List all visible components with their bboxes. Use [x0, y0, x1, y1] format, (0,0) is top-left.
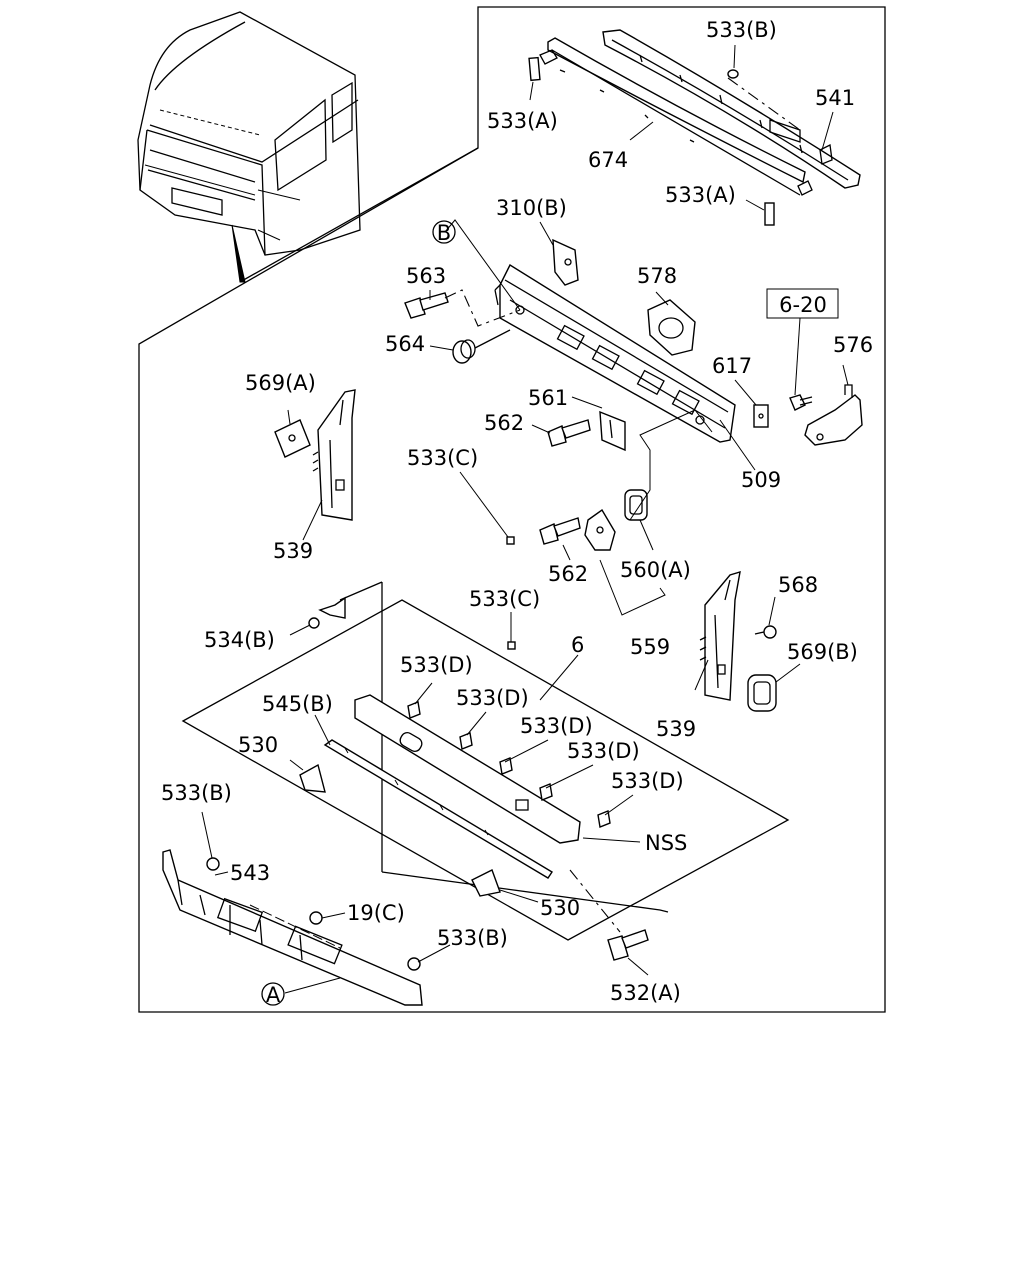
callout-562-bottom: 562	[548, 562, 588, 586]
callout-nss: NSS	[645, 831, 687, 855]
reinforcement-bar	[354, 694, 581, 844]
plate-617	[753, 404, 769, 428]
callout-530-bottom: 530	[540, 896, 580, 920]
callout-19c: 19(C)	[347, 901, 405, 925]
box-label-6-20: 6-20	[779, 293, 827, 317]
callout-533a-top: 533(A)	[487, 109, 558, 133]
callout-532a: 532(A)	[610, 981, 681, 1005]
callout-534b: 534(B)	[204, 628, 275, 652]
clip-19c	[309, 911, 323, 925]
callout-617: 617	[712, 354, 752, 378]
callout-6: 6	[571, 633, 584, 657]
callout-576: 576	[833, 333, 873, 357]
bolt-563	[404, 292, 449, 319]
clip-533c-top	[506, 536, 515, 545]
clip-533b-top	[727, 69, 739, 79]
callout-533b-bottom: 533(B)	[437, 926, 508, 950]
bracket-530-left	[299, 763, 326, 793]
callout-568: 568	[778, 573, 818, 597]
clip-533c-mid	[507, 641, 516, 650]
callout-541: 541	[815, 86, 855, 110]
callout-564: 564	[385, 332, 425, 356]
bracket-541	[602, 29, 861, 189]
callout-533d-2: 533(D)	[456, 686, 529, 710]
clip-533b-bottom	[407, 957, 421, 971]
callout-539-right: 539	[656, 717, 696, 741]
circle-marker-a: A	[261, 982, 285, 1007]
bracket-561	[599, 410, 626, 452]
callout-533c-top: 533(C)	[407, 446, 478, 470]
callout-578: 578	[637, 264, 677, 288]
pillar-539-right	[699, 571, 741, 701]
bolt-568	[754, 625, 777, 639]
bolt-562-bottom	[539, 517, 581, 545]
svg-text:A: A	[266, 983, 281, 1007]
pillar-539-left	[312, 389, 356, 521]
clip-533a-mid	[764, 202, 775, 226]
seal-560a	[624, 489, 648, 521]
bolt-6-20	[789, 394, 813, 411]
callout-545b: 545(B)	[262, 692, 333, 716]
plate-578	[647, 299, 696, 356]
callout-674: 674	[588, 148, 628, 172]
callout-562-top: 562	[484, 411, 524, 435]
circle-marker-b: B	[432, 220, 456, 245]
bracket-310b	[552, 238, 579, 286]
clips-533d	[407, 701, 611, 828]
truck-cab-illustration	[137, 11, 479, 283]
hinge-576	[804, 384, 863, 446]
clip-533b-left	[206, 857, 220, 871]
callout-533a-mid: 533(A)	[665, 183, 736, 207]
callout-533b-left: 533(B)	[161, 781, 232, 805]
leader-lines	[201, 44, 849, 994]
seal-569b	[747, 674, 777, 712]
callout-533d-5: 533(D)	[611, 769, 684, 793]
panel-543	[162, 849, 423, 1006]
strip-545b	[323, 739, 553, 879]
callout-543: 543	[230, 861, 270, 885]
svg-text:B: B	[437, 221, 451, 245]
callout-539-left: 539	[273, 539, 313, 563]
callout-559: 559	[630, 635, 670, 659]
grommet-564	[452, 339, 476, 364]
callout-509: 509	[741, 468, 781, 492]
assembly-6-frame	[181, 599, 790, 941]
callout-563: 563	[406, 264, 446, 288]
callout-533c-mid: 533(C)	[469, 587, 540, 611]
front-panel-509	[494, 263, 736, 443]
bracket-530-bottom	[471, 869, 501, 897]
callout-533d-3: 533(D)	[520, 714, 593, 738]
bolt-562-top	[547, 419, 591, 447]
clip-533a-top	[528, 56, 541, 82]
pin-534b	[308, 596, 346, 629]
plate-569a	[274, 419, 311, 458]
callout-310b: 310(B)	[496, 196, 567, 220]
callout-533d-4: 533(D)	[567, 739, 640, 763]
callout-569b: 569(B)	[787, 640, 858, 664]
box-6-20-frame	[766, 288, 839, 319]
callout-561: 561	[528, 386, 568, 410]
bracket-559	[584, 508, 616, 551]
callout-530-left: 530	[238, 733, 278, 757]
callout-533b-top: 533(B)	[706, 18, 777, 42]
bolt-532a	[607, 929, 649, 961]
callout-533d-1: 533(D)	[400, 653, 473, 677]
cross-member-674	[539, 37, 813, 196]
callout-560a: 560(A)	[620, 558, 691, 582]
callout-569a: 569(A)	[245, 371, 316, 395]
